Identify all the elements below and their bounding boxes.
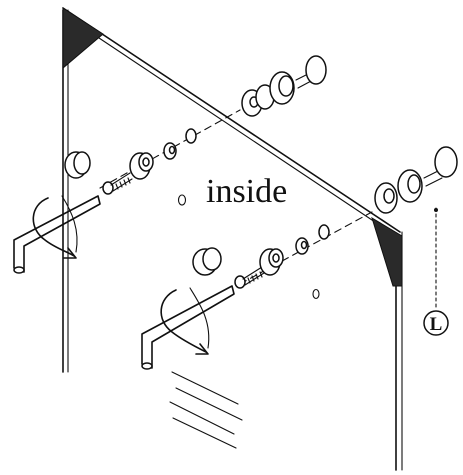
callout-L: L xyxy=(423,207,449,336)
rotation-arrow-icon-lower xyxy=(160,287,210,355)
motion-lines xyxy=(169,371,243,449)
hole-mark-lower xyxy=(312,288,320,300)
screw-icon xyxy=(102,172,133,195)
glass-panel xyxy=(62,7,403,471)
screw-icon-lower xyxy=(234,266,265,289)
washer-icon-lower xyxy=(259,224,330,276)
hex-key-icon-lower xyxy=(141,285,235,370)
cap-icon xyxy=(241,55,327,117)
washer-icon xyxy=(129,128,197,180)
hole-mark-upper xyxy=(177,194,187,206)
knob-icon xyxy=(64,151,91,179)
callout-L-text: L xyxy=(430,314,443,335)
corner-block-top-left xyxy=(62,7,104,70)
inside-label: inside xyxy=(206,173,287,210)
corner-block-right xyxy=(371,216,403,287)
knob-icon-lower xyxy=(192,247,222,276)
rotation-arrow-icon xyxy=(32,195,78,259)
hex-key-icon xyxy=(13,195,101,274)
cap-icon-right xyxy=(374,146,458,214)
